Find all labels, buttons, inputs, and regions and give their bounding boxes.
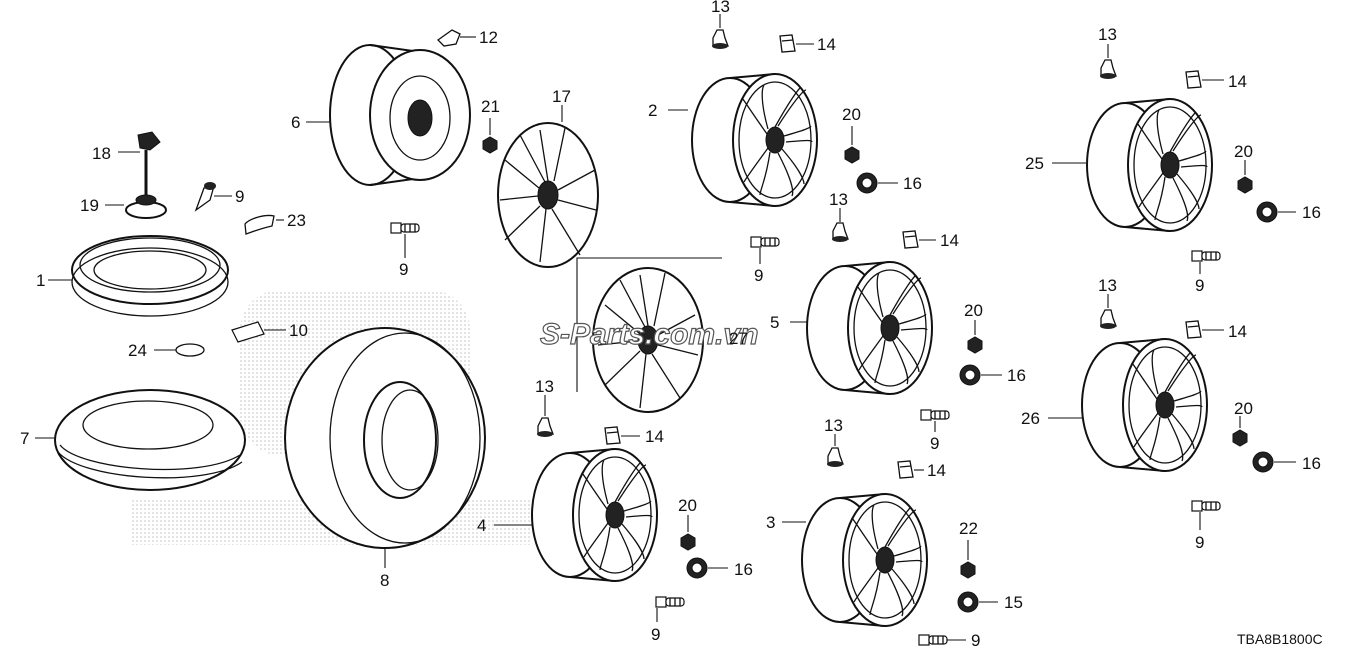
callout-16a: 16 xyxy=(903,174,922,193)
callout-5: 5 xyxy=(770,313,779,332)
callout-9f: 9 xyxy=(971,631,980,650)
sensor-13-group xyxy=(536,14,1117,468)
callout-12: 12 xyxy=(479,28,498,47)
callout-14e: 14 xyxy=(1228,72,1247,91)
valve-9-group xyxy=(390,222,1221,646)
callout-13b: 13 xyxy=(829,190,848,209)
callout-9c: 9 xyxy=(754,266,763,285)
callout-13d: 13 xyxy=(824,416,843,435)
callout-6: 6 xyxy=(291,113,300,132)
callout-8: 8 xyxy=(380,571,389,590)
callout-14f: 14 xyxy=(1228,322,1247,341)
spare-wheel-1 xyxy=(48,235,229,317)
callout-20a: 20 xyxy=(842,105,861,124)
wheel-26 xyxy=(1048,338,1208,472)
callout-20c: 20 xyxy=(678,496,697,515)
nut-21 xyxy=(482,118,498,154)
callout-7: 7 xyxy=(20,429,29,448)
callout-20b: 20 xyxy=(964,301,983,320)
wheel-3 xyxy=(782,493,928,627)
callout-13a: 13 xyxy=(711,0,730,16)
watermark-text: S-Parts.com.vn xyxy=(540,318,758,351)
callout-16b: 16 xyxy=(1007,366,1026,385)
cap-24 xyxy=(154,343,205,357)
nut-20-group xyxy=(680,126,1253,579)
callout-22: 22 xyxy=(959,519,978,538)
callout-14d: 14 xyxy=(927,461,946,480)
hubcap-27 xyxy=(576,257,722,413)
callout-9a: 9 xyxy=(235,187,244,206)
nut-16-group xyxy=(686,172,1296,613)
wheel-4 xyxy=(494,448,658,582)
callout-13f: 13 xyxy=(1098,276,1117,295)
callout-16e: 16 xyxy=(1302,454,1321,473)
callout-9b: 9 xyxy=(399,260,408,279)
callout-14a: 14 xyxy=(817,35,836,54)
callout-20d: 20 xyxy=(1234,142,1253,161)
wheel-25 xyxy=(1052,98,1213,232)
callout-19: 19 xyxy=(80,196,99,215)
callout-13c: 13 xyxy=(535,377,554,396)
sensor-12 xyxy=(436,29,476,47)
callout-1: 1 xyxy=(36,271,45,290)
callout-16c: 16 xyxy=(734,560,753,579)
tire-8 xyxy=(284,327,486,568)
sensor-23 xyxy=(244,214,284,235)
callout-14c: 14 xyxy=(645,427,664,446)
callout-10: 10 xyxy=(289,321,308,340)
callout-labels: 1 6 12 21 17 18 19 9 23 9 10 24 7 8 13 1… xyxy=(20,0,1321,650)
weight-10 xyxy=(231,321,286,343)
callout-14b: 14 xyxy=(940,231,959,250)
callout-9d: 9 xyxy=(930,434,939,453)
callout-2: 2 xyxy=(648,101,657,120)
callout-9h: 9 xyxy=(1195,533,1204,552)
callout-4: 4 xyxy=(477,516,486,535)
callout-27: 27 xyxy=(729,329,748,348)
diagram-code: TBA8B1800C xyxy=(1237,631,1323,647)
wheel-2 xyxy=(668,73,818,207)
callout-21: 21 xyxy=(481,97,500,116)
wheel-5 xyxy=(790,261,933,395)
callout-15: 15 xyxy=(1004,593,1023,612)
callout-25: 25 xyxy=(1025,154,1044,173)
callout-3: 3 xyxy=(766,513,775,532)
nut-19 xyxy=(105,194,167,219)
callout-16d: 16 xyxy=(1302,203,1321,222)
hubcap-17 xyxy=(497,105,599,268)
callout-17: 17 xyxy=(552,87,571,106)
clip-14-group xyxy=(604,34,1224,479)
callout-26: 26 xyxy=(1021,409,1040,428)
tire-7 xyxy=(35,389,246,491)
bolt-18 xyxy=(118,131,161,200)
callout-13e: 13 xyxy=(1098,25,1117,44)
steel-wheel-6 xyxy=(306,44,471,186)
valve-9a xyxy=(194,182,232,212)
callout-18: 18 xyxy=(92,144,111,163)
callout-9g: 9 xyxy=(1195,276,1204,295)
callout-20e: 20 xyxy=(1234,399,1253,418)
callout-23: 23 xyxy=(287,211,306,230)
callout-9e: 9 xyxy=(651,625,660,644)
callout-24: 24 xyxy=(128,341,147,360)
